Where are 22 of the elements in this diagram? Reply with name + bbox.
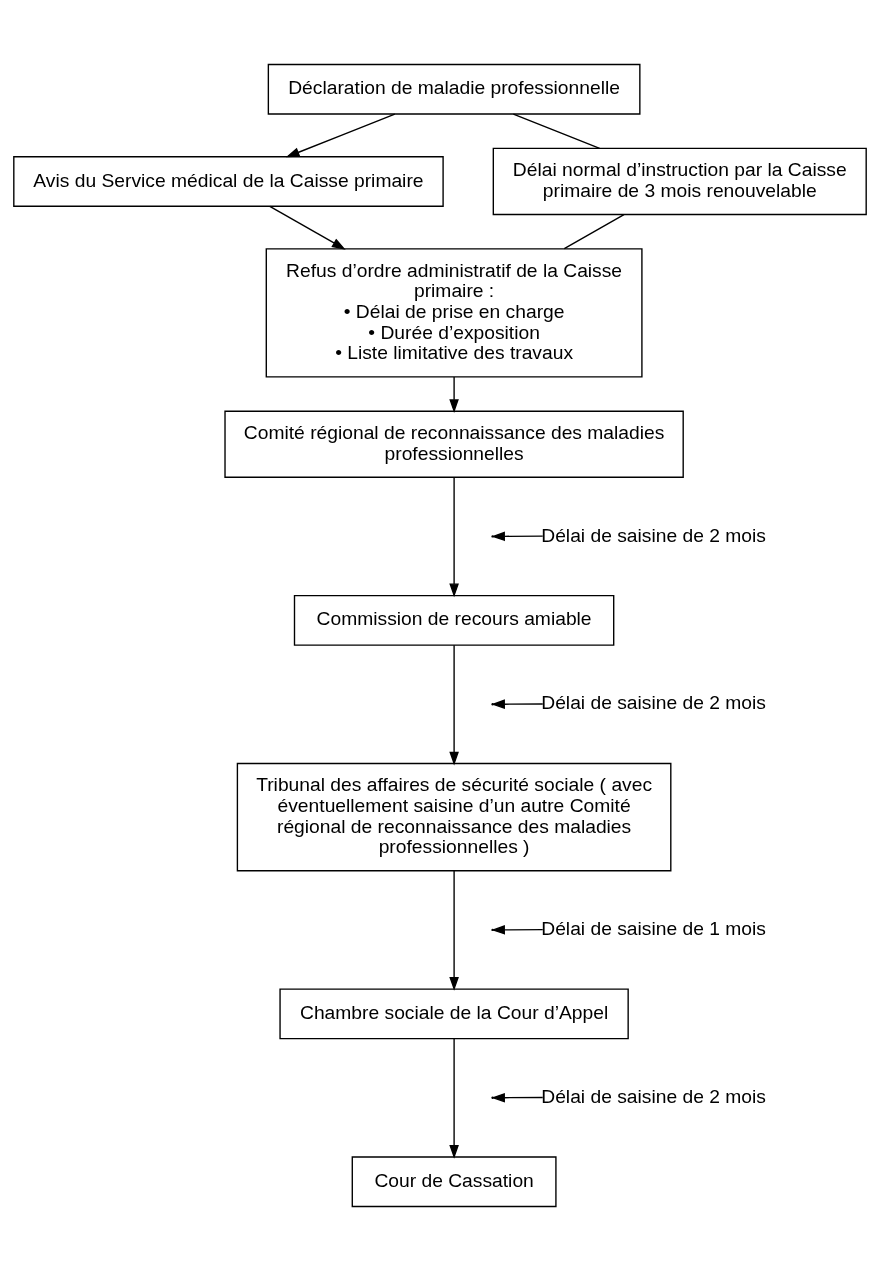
node-box: Refus d’ordre administratif de la Caisse primaire : • Délai de prise en charge • Durée d’exposition • Liste limitative des travaux bbox=[265, 248, 643, 378]
node-box: Cour de Cassation bbox=[351, 1156, 557, 1208]
arrow bbox=[269, 205, 346, 250]
node-box: Chambre sociale de la Cour d’Appel bbox=[279, 988, 629, 1040]
connector bbox=[512, 113, 601, 150]
arrow bbox=[285, 113, 396, 158]
node-box: Tribunal des affaires de sécurité sociale ( avec éventuellement saisine d’un autre Comité régional de reconnaissance des maladies professionnelles ) bbox=[236, 762, 672, 872]
node-box: Déclaration de maladie professionnelle bbox=[267, 63, 641, 115]
node-box: Commission de recours amiable bbox=[293, 594, 615, 646]
node-text: Délai de saisine de 2 mois bbox=[541, 1085, 766, 1107]
arrow bbox=[449, 1038, 459, 1159]
node-box: Comité régional de reconnaissance des maladies professionnelles bbox=[224, 410, 684, 478]
node-box: Délai normal d’instruction par la Caisse primaire de 3 mois renouvelable bbox=[492, 147, 867, 216]
arrow bbox=[449, 376, 459, 413]
node-text: Délai de saisine de 2 mois bbox=[541, 692, 766, 714]
node-text: Délai de saisine de 1 mois bbox=[541, 918, 766, 940]
node-text: Délai de saisine de 2 mois bbox=[541, 524, 766, 546]
node-box: Avis du Service médical de la Caisse primaire bbox=[13, 156, 444, 207]
connector bbox=[563, 213, 625, 250]
arrow bbox=[449, 476, 459, 598]
arrow bbox=[449, 870, 459, 991]
arrow bbox=[449, 644, 459, 766]
